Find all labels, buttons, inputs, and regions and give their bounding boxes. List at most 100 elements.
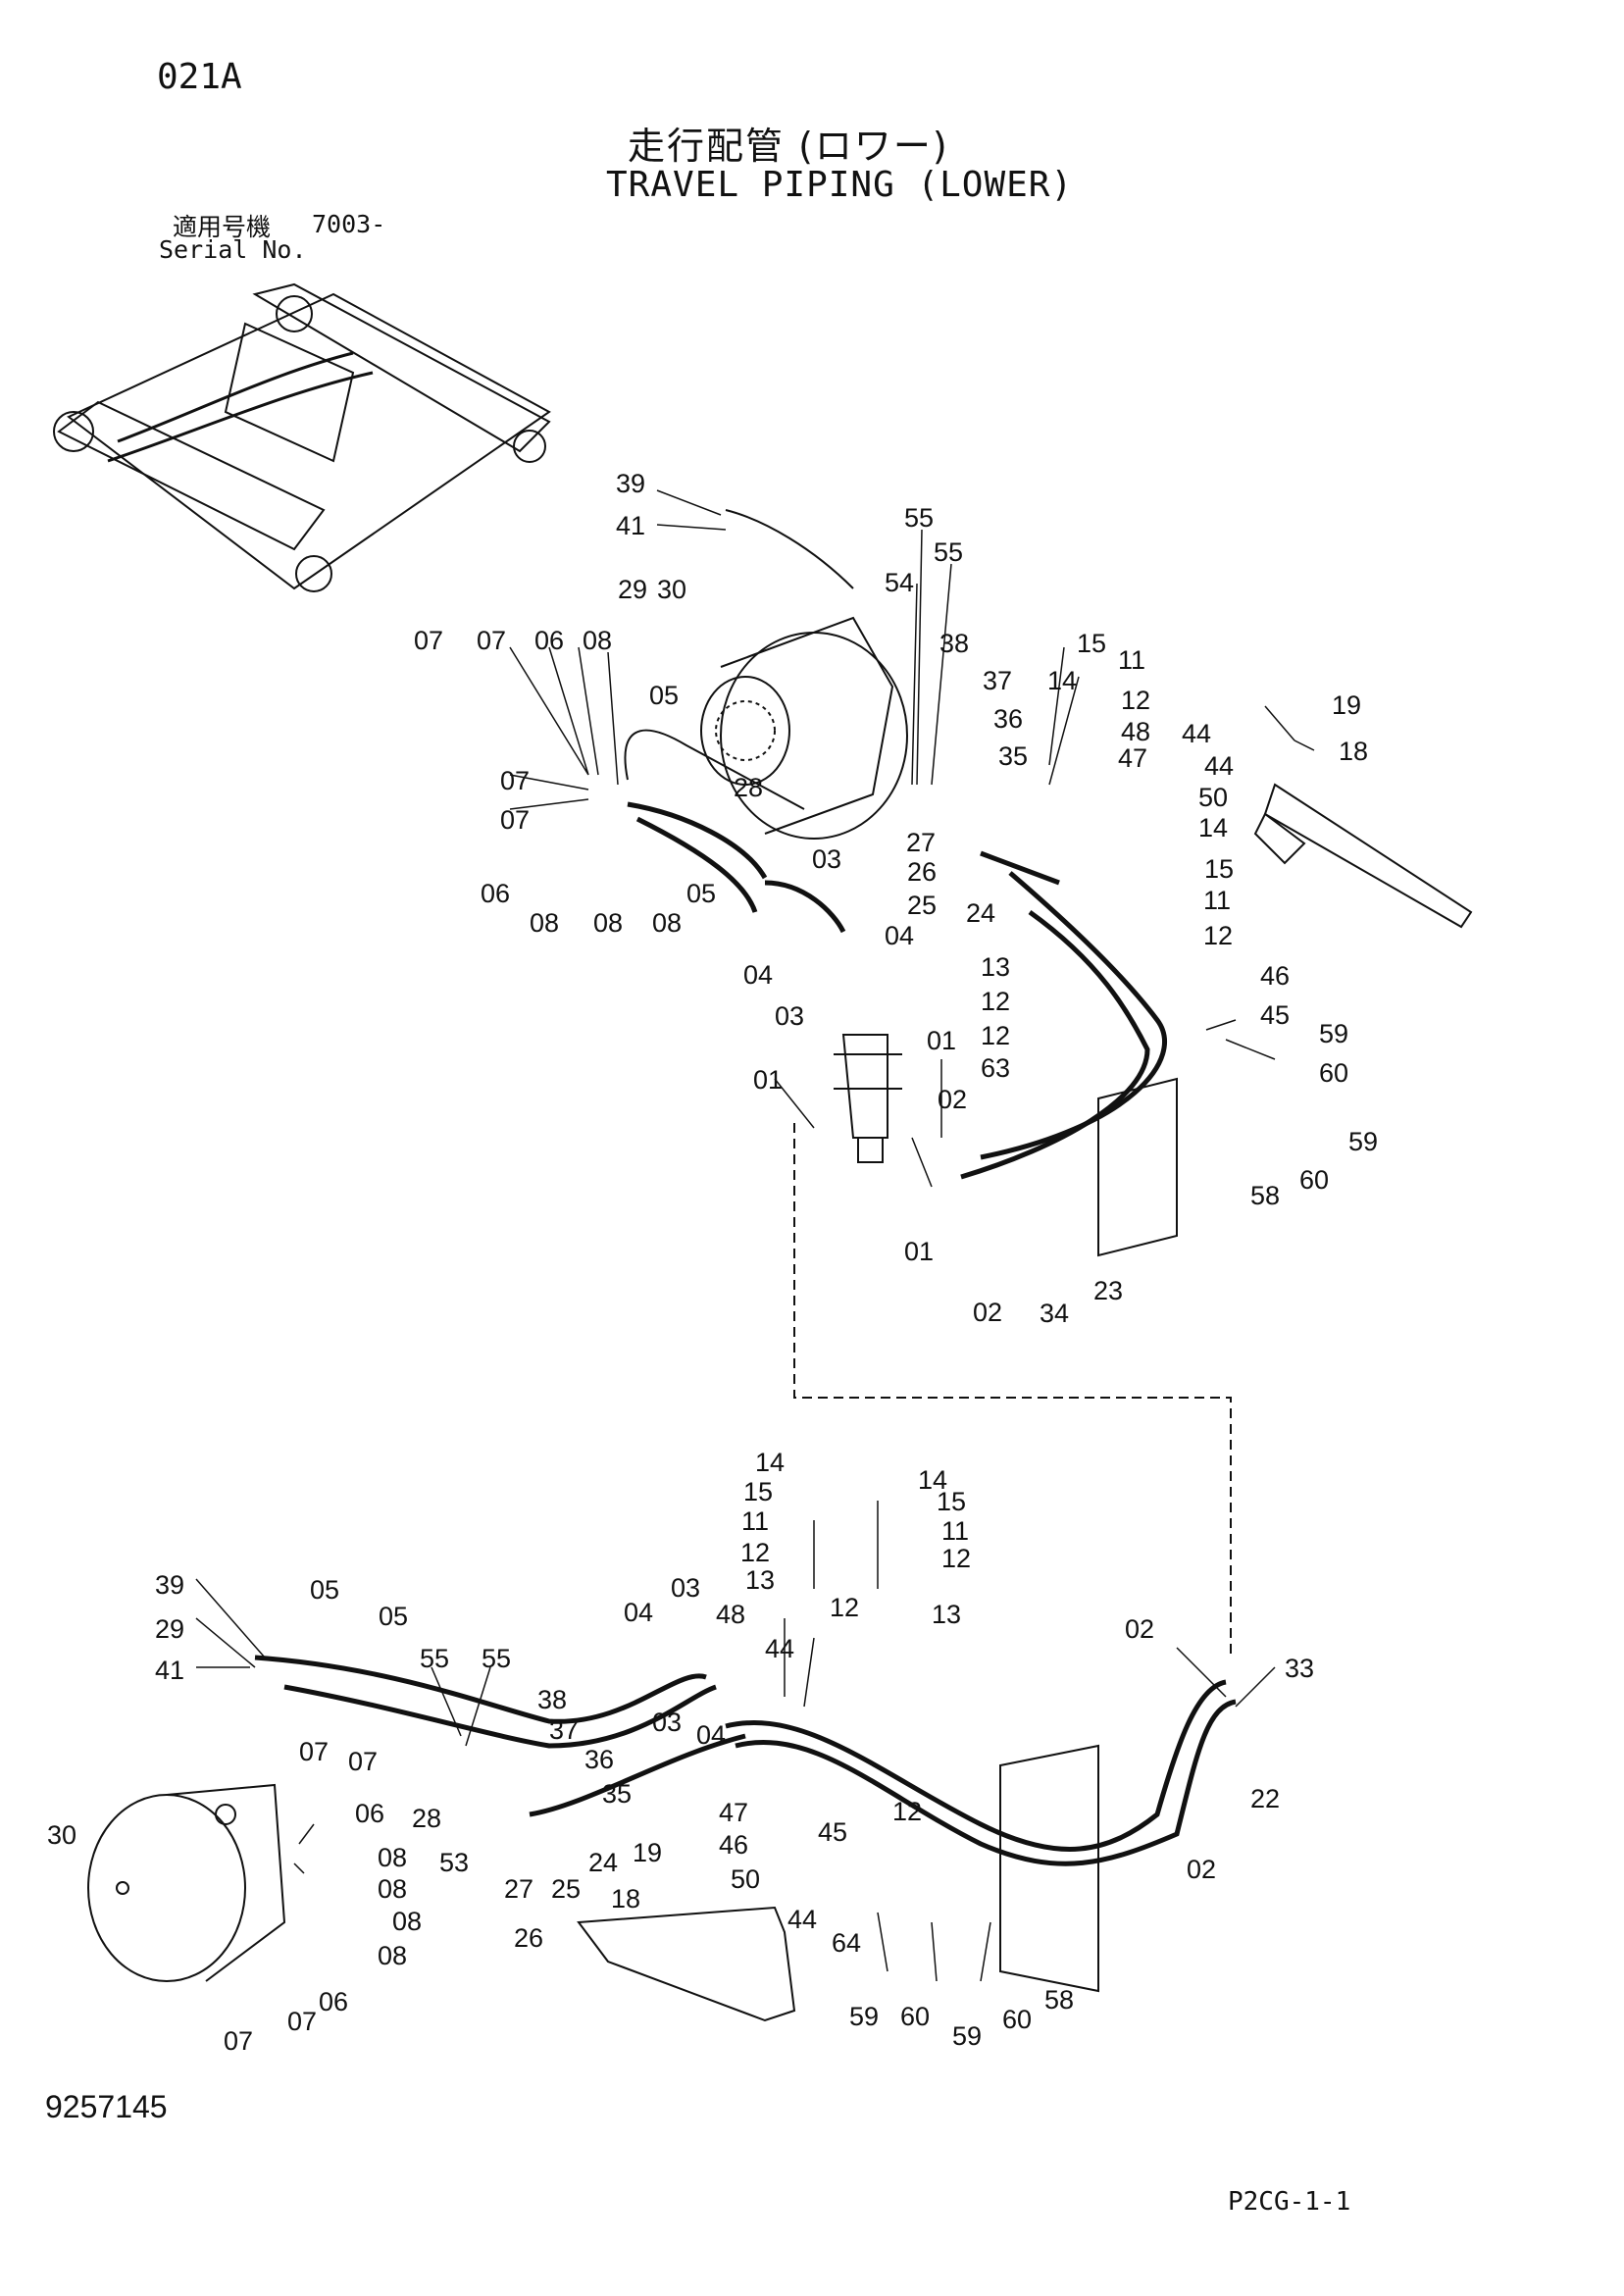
hose-lower-02: [735, 1699, 1237, 1866]
callout-label-02: 02: [1125, 1614, 1154, 1644]
callout-label-46: 46: [719, 1830, 748, 1860]
callout-label-05: 05: [649, 681, 679, 710]
center-joint: [834, 1034, 902, 1163]
callout-label-18: 18: [1339, 737, 1368, 766]
track-guard-lower: [577, 1906, 796, 2022]
serial-number-value: 7003-: [312, 210, 386, 238]
callout-label-05: 05: [379, 1602, 408, 1631]
callout-label-12: 12: [941, 1544, 971, 1573]
callout-label-11: 11: [1203, 886, 1231, 915]
hose-upper-30: [624, 729, 805, 810]
callout-label-34: 34: [1040, 1299, 1069, 1328]
callout-label-07: 07: [348, 1747, 378, 1776]
callout-label-08: 08: [583, 626, 612, 655]
callout-label-36: 36: [584, 1745, 614, 1774]
callout-label-26: 26: [907, 857, 937, 887]
callout-label-50: 50: [1198, 783, 1228, 812]
callout-label-55: 55: [482, 1644, 511, 1673]
callout-label-19: 19: [1332, 690, 1361, 720]
callout-label-37: 37: [549, 1715, 579, 1745]
callout-label-06: 06: [534, 626, 564, 655]
upper-travel-motor: [700, 616, 908, 840]
callout-label-28: 28: [412, 1804, 441, 1833]
hose-lower-29: [283, 1684, 717, 1749]
callout-label-60: 60: [1002, 2005, 1032, 2034]
callout-label-50: 50: [731, 1864, 760, 1894]
leader-lines: [195, 489, 1315, 1982]
callout-label-12: 12: [830, 1593, 859, 1622]
callout-label-24: 24: [966, 898, 995, 928]
callout-label-08: 08: [652, 908, 682, 938]
callout-label-24: 24: [588, 1848, 618, 1877]
callout-label-23: 23: [1093, 1276, 1123, 1305]
callout-label-05: 05: [686, 879, 716, 908]
callout-label-13: 13: [932, 1600, 961, 1629]
callout-label-03: 03: [812, 844, 841, 874]
callout-label-25: 25: [907, 891, 937, 920]
callout-label-60: 60: [900, 2002, 930, 2031]
callout-label-39: 39: [616, 469, 645, 498]
callout-label-44: 44: [1182, 719, 1211, 748]
callout-label-12: 12: [981, 987, 1010, 1016]
callout-label-55: 55: [420, 1644, 449, 1673]
page-reference: P2CG-1-1: [1228, 2187, 1351, 2217]
callout-label-18: 18: [611, 1884, 640, 1913]
hose-upper-34: [960, 909, 1150, 1180]
callout-label-30: 30: [47, 1820, 76, 1850]
callout-label-58: 58: [1250, 1181, 1280, 1210]
callout-label-35: 35: [602, 1779, 632, 1809]
callout-label-07: 07: [500, 766, 530, 795]
drawing-number: 9257145: [45, 2089, 168, 2124]
callout-label-45: 45: [1260, 1000, 1290, 1030]
callout-label-02: 02: [1187, 1855, 1216, 1884]
callout-label-04: 04: [743, 960, 773, 990]
callout-label-02: 02: [938, 1085, 967, 1114]
serial-label-japanese: 適用号機: [173, 213, 272, 241]
title-english: TRAVEL PIPING (LOWER): [606, 165, 1074, 205]
callout-label-01: 01: [927, 1026, 956, 1055]
callout-label-01: 01: [753, 1065, 783, 1095]
callout-label-59: 59: [849, 2002, 879, 2031]
callout-label-15: 15: [1077, 629, 1106, 658]
callout-label-15: 15: [1204, 854, 1234, 884]
callout-label-37: 37: [983, 666, 1012, 695]
callout-label-02: 02: [973, 1298, 1002, 1327]
callout-label-07: 07: [224, 2026, 253, 2056]
callout-label-12: 12: [1121, 686, 1150, 715]
hose-lower-22: [725, 1679, 1227, 1852]
callout-label-04: 04: [885, 921, 914, 950]
callout-label-12: 12: [892, 1797, 922, 1826]
callout-label-53: 53: [439, 1848, 469, 1877]
callout-label-12: 12: [981, 1021, 1010, 1050]
hose-lower-39: [254, 1655, 707, 1724]
callout-label-39: 39: [155, 1570, 184, 1600]
callout-label-59: 59: [1348, 1127, 1378, 1156]
callout-label-03: 03: [671, 1573, 700, 1603]
callout-label-08: 08: [530, 908, 559, 938]
callout-label-41: 41: [616, 511, 645, 540]
callout-label-41: 41: [155, 1656, 184, 1685]
callout-label-13: 13: [981, 952, 1010, 982]
callout-label-03: 03: [775, 1001, 804, 1031]
callout-label-59: 59: [1319, 1019, 1348, 1048]
hose-lower-35: [529, 1733, 746, 1817]
callout-label-59: 59: [952, 2021, 982, 2051]
callout-label-26: 26: [514, 1923, 543, 1953]
callout-label-63: 63: [981, 1053, 1010, 1083]
page-code: 021A: [157, 57, 242, 97]
callout-label-15: 15: [743, 1477, 773, 1506]
callout-label-33: 33: [1285, 1654, 1314, 1683]
callout-label-60: 60: [1299, 1165, 1329, 1195]
callout-label-06: 06: [355, 1799, 384, 1828]
callout-label-47: 47: [719, 1798, 748, 1827]
callout-label-07: 07: [500, 805, 530, 835]
callout-label-11: 11: [1118, 645, 1145, 675]
callout-label-55: 55: [934, 537, 963, 567]
callout-label-44: 44: [765, 1634, 794, 1663]
hose-upper-05b: [635, 816, 758, 913]
callout-label-28: 28: [734, 773, 763, 802]
mounting-plate-upper: [1097, 1077, 1178, 1257]
